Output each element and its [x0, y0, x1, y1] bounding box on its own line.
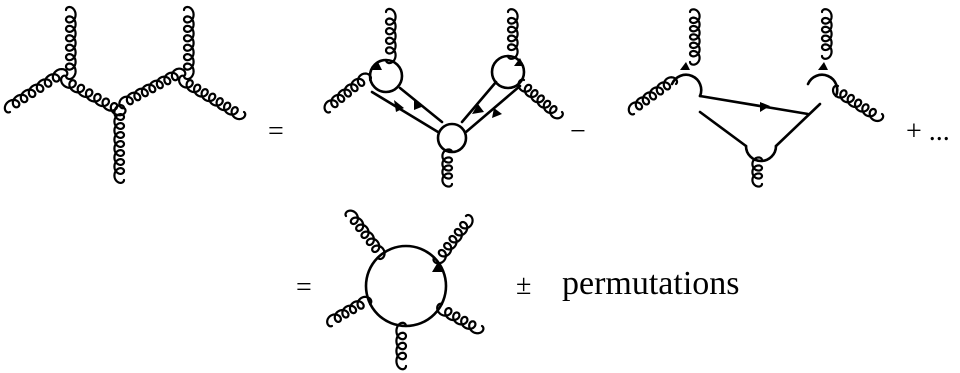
- arrow-4: [492, 108, 502, 118]
- gluon-d4-top-right: [432, 213, 474, 265]
- gluon-d4-top-left: [344, 209, 386, 261]
- gluon-d4-bottom: [395, 321, 408, 371]
- arrow-1: [394, 100, 404, 112]
- equals-sign-2: =: [296, 272, 312, 303]
- arrow-9: [818, 62, 828, 70]
- loop-center: [436, 122, 468, 154]
- fermion-line-3: [464, 84, 522, 134]
- gluon-d2-top-left: [384, 7, 397, 65]
- gluon-d2-left: [323, 72, 372, 114]
- plus-and-more: + ...: [906, 116, 950, 147]
- minus-sign: −: [570, 116, 586, 147]
- fermion-line-a: [698, 94, 810, 116]
- fermion-line-c: [774, 102, 822, 148]
- fermion-line-1: [370, 90, 440, 134]
- loop-left-arc: [670, 73, 703, 98]
- gluon-d1-right: [177, 74, 247, 121]
- plus-minus-sign: ±: [516, 270, 531, 301]
- gluon-d3-top-left: [688, 8, 701, 66]
- gluon-d1-bottom: [113, 103, 126, 185]
- gluon-d2-bottom: [441, 148, 454, 188]
- arrow-6: [514, 58, 524, 66]
- loop-arrow: [432, 262, 444, 272]
- diagram-quark-loop-b: [670, 62, 839, 163]
- permutations-label: permutations: [562, 265, 740, 302]
- loop-right-arc: [806, 73, 839, 98]
- loop-bottom-arc: [744, 144, 778, 163]
- gluon-d1-left: [3, 67, 69, 114]
- fermion-line-4: [460, 80, 498, 124]
- gluon-d4-left: [326, 295, 373, 328]
- arrow-2: [414, 100, 424, 110]
- arrow-7: [760, 102, 770, 112]
- loop-left: [368, 58, 404, 94]
- arrow-8: [680, 62, 690, 70]
- gluon-d1-mid-right: [118, 67, 187, 110]
- gluon-d3-right: [831, 84, 885, 123]
- gluon-lines: [3, 5, 885, 371]
- gluon-d1-top-left: [64, 5, 77, 81]
- gluon-d1-top-right: [182, 5, 195, 81]
- diagram-quark-loop-a: [368, 54, 526, 154]
- gluon-d3-top-right: [820, 8, 833, 60]
- arrow-3: [472, 104, 484, 114]
- gluon-d3-bottom: [751, 156, 764, 188]
- fermion-line-b: [698, 110, 748, 148]
- gluon-d2-right: [517, 78, 564, 120]
- gluon-d3-left: [627, 76, 679, 116]
- equals-sign-1: =: [268, 116, 284, 147]
- gluon-d2-top-right: [506, 8, 519, 60]
- gluon-d4-right: [436, 302, 485, 335]
- arrow-5: [372, 62, 382, 70]
